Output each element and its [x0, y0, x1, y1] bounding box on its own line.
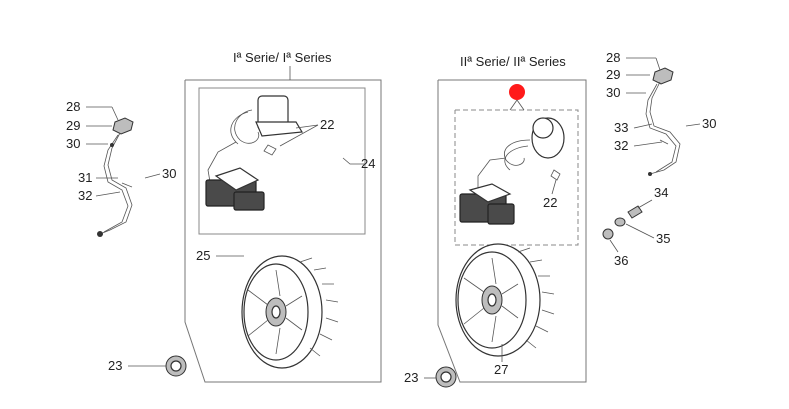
label-22-right: 22	[543, 195, 557, 210]
series-1-ignition-coil	[205, 95, 304, 211]
series-1-flywheel	[241, 255, 339, 369]
washer-35	[614, 217, 626, 227]
label-22-left: 22	[320, 117, 334, 132]
label-30-far-right: 30	[702, 116, 716, 131]
label-31: 31	[78, 170, 92, 185]
label-32-right: 32	[614, 138, 628, 153]
left-nut	[165, 355, 187, 377]
series-2-title: IIª Serie/ IIª Series	[460, 54, 566, 69]
label-23-right: 23	[404, 370, 418, 385]
label-30-right: 30	[606, 85, 620, 100]
label-30-mid-left: 30	[162, 166, 176, 181]
label-28-left: 28	[66, 99, 80, 114]
label-23-left: 23	[108, 358, 122, 373]
series-1-frame	[184, 66, 382, 383]
label-35: 35	[656, 231, 670, 246]
nut-36	[602, 228, 614, 240]
label-36: 36	[614, 253, 628, 268]
label-25: 25	[196, 248, 210, 263]
left-wire-assembly	[97, 117, 134, 237]
label-32-left: 32	[78, 188, 92, 203]
label-34: 34	[654, 185, 668, 200]
series-2-ignition-coil	[459, 117, 565, 225]
label-33: 33	[614, 120, 628, 135]
label-28-right: 28	[606, 50, 620, 65]
label-29-right: 29	[606, 67, 620, 82]
red-highlight-dot-icon	[509, 84, 525, 100]
label-30-left: 30	[66, 136, 80, 151]
series-1-title: Iª Serie/ Iª Series	[233, 50, 332, 65]
label-24: 24	[361, 156, 375, 171]
label-29-left: 29	[66, 118, 80, 133]
right-nut	[435, 366, 457, 388]
label-27: 27	[494, 362, 508, 377]
right-wire-assembly	[645, 67, 681, 176]
screw-34	[627, 199, 653, 219]
series-2-flywheel	[455, 243, 555, 357]
